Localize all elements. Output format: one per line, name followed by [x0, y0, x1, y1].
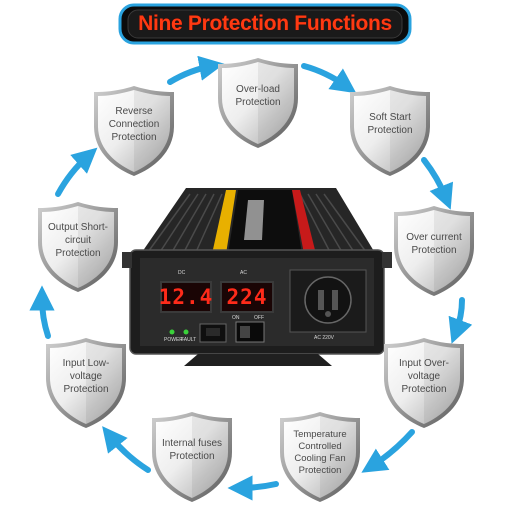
shield-input-over-voltage: Input Over-voltage Protection	[382, 336, 466, 430]
arrow-shortcircuit-to-reverse	[55, 147, 98, 197]
shield-over-current: Over current Protection	[392, 204, 476, 298]
dc-label: DC	[178, 270, 186, 276]
power-label: POWER	[164, 337, 183, 343]
shield-label: Input Low-voltage Protection	[62, 357, 110, 395]
shield-label: Over-load Protection	[235, 84, 281, 108]
shield-soft-start: Soft Start Protection	[348, 84, 432, 178]
shield-input-low-voltage: Input Low-voltage Protection	[44, 336, 128, 430]
arrow-overcurrent-to-inputover	[448, 297, 473, 344]
shield-label: Input Over-voltage Protection	[398, 357, 450, 395]
shield-label: Output Short-circuit Protection	[47, 221, 109, 259]
ac-label: AC	[240, 270, 247, 276]
arrow-softstart-to-overcurrent	[421, 157, 454, 210]
page-title: Nine Protection Functions	[138, 12, 392, 35]
shield-output-short-circuit: Output Short-circuit Protection	[36, 200, 120, 294]
shield-temperature-fan: Temperature Controlled Cooling Fan Prote…	[278, 410, 362, 504]
on-label: ON	[232, 315, 240, 321]
shield-label: Over current Protection	[406, 232, 462, 256]
ac-voltage-display: 224	[220, 281, 274, 313]
arrow-temperature-to-fuses	[227, 475, 279, 501]
shield-internal-fuses: Internal fuses Protection	[150, 410, 234, 504]
dc-voltage-display: 12.4	[159, 281, 212, 313]
shield-reverse-connection: Reverse Connection Protection	[92, 84, 176, 178]
shield-label: Temperature Controlled Cooling Fan Prote…	[293, 429, 347, 476]
shield-label: Internal fuses Protection	[161, 438, 223, 462]
arrow-fuses-to-lowvoltage	[102, 426, 151, 473]
arrow-reverse-to-overload	[167, 55, 225, 85]
shield-over-load: Over-load Protection	[216, 56, 300, 150]
outlet-label: AC 220V	[314, 335, 335, 341]
arrow-inputover-to-temperature	[361, 429, 415, 473]
shield-label: Soft Start Protection	[367, 112, 413, 136]
arrow-lowvoltage-to-shortcircuit	[29, 285, 55, 339]
title-banner: Nine Protection Functions	[118, 3, 412, 45]
off-label: OFF	[254, 315, 264, 321]
fault-label: FAULT	[181, 337, 197, 343]
shield-label: Reverse Connection Protection	[108, 105, 160, 143]
arrow-overload-to-softstart	[301, 63, 357, 94]
